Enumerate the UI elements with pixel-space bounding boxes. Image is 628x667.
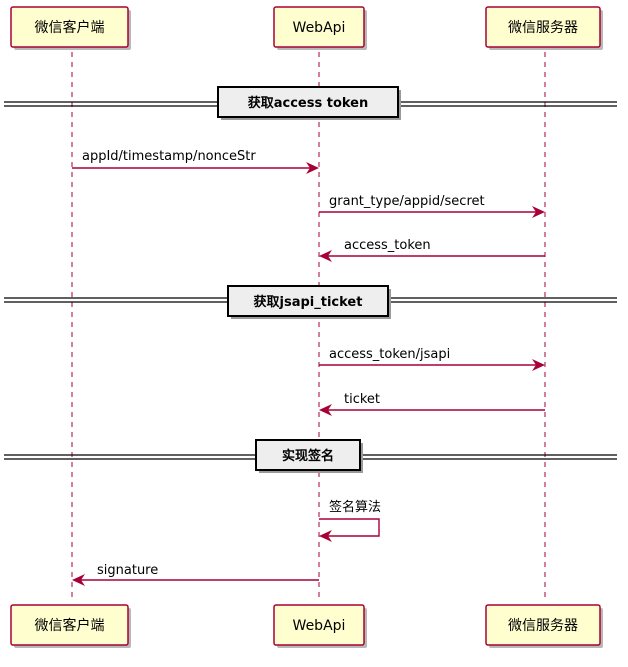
message-label: ticket xyxy=(344,392,380,407)
message-access-token-jsapi: access_token/jsapi xyxy=(319,347,545,371)
message-label: grant_type/appid/secret xyxy=(329,194,485,209)
participant-webapi-bottom: WebApi xyxy=(273,604,367,648)
divider-signature: 实现签名 xyxy=(4,439,617,473)
message-signature: signature xyxy=(72,563,319,586)
message-ticket: ticket xyxy=(319,392,545,416)
message-label: appId/timestamp/nonceStr xyxy=(82,149,256,164)
message-label: 签名算法 xyxy=(329,499,381,515)
participant-webapi-top: WebApi xyxy=(273,6,367,50)
divider-label: 实现签名 xyxy=(282,448,334,464)
participant-client-bottom: 微信客户端 xyxy=(10,604,131,648)
participant-label: 微信客户端 xyxy=(35,19,105,36)
message-label: signature xyxy=(97,563,158,578)
message-appid-timestamp-noncestr: appId/timestamp/nonceStr xyxy=(72,149,319,174)
participant-server-bottom: 微信服务器 xyxy=(485,604,603,648)
divider-label: 获取jsapi_ticket xyxy=(254,294,363,310)
divider-jsapi-ticket: 获取jsapi_ticket xyxy=(4,285,617,319)
participant-label: WebApi xyxy=(293,20,346,36)
message-signature-algorithm: 签名算法 xyxy=(319,499,381,542)
divider-access-token: 获取access token xyxy=(4,86,617,120)
message-label: access_token xyxy=(344,238,431,253)
message-grant-type-appid-secret: grant_type/appid/secret xyxy=(319,194,545,218)
divider-label: 获取access token xyxy=(248,95,369,111)
participant-label: WebApi xyxy=(293,618,346,634)
message-access-token: access_token xyxy=(319,238,545,262)
participant-client-top: 微信客户端 xyxy=(10,6,131,50)
participant-label: 微信服务器 xyxy=(508,20,578,36)
participant-label: 微信服务器 xyxy=(508,618,578,634)
participant-server-top: 微信服务器 xyxy=(485,6,603,50)
participant-label: 微信客户端 xyxy=(35,617,105,634)
message-label: access_token/jsapi xyxy=(329,347,450,362)
